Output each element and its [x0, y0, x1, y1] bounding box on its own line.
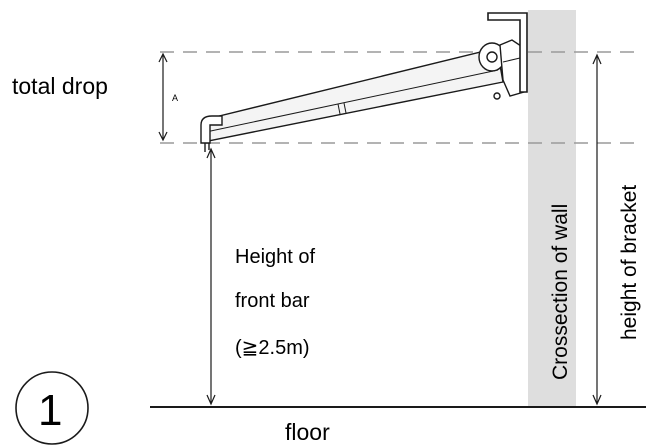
step-circle	[15, 371, 89, 445]
roller-head	[478, 39, 525, 100]
total-drop-arrow	[158, 52, 168, 142]
floor-label: floor	[285, 419, 330, 445]
wall-bracket	[487, 12, 528, 93]
front-bar-height-label-line1: Height of	[235, 246, 315, 268]
wall-label: Crossection of wall	[549, 204, 572, 380]
bracket-height-label: height of bracket	[618, 185, 641, 340]
front-bar-height-label-line2: front bar	[235, 290, 310, 312]
front-bar-height-arrow	[206, 147, 216, 406]
front-bar-height-label-line3: (≧2.5m)	[235, 337, 310, 359]
dimension-a-label: A	[172, 93, 178, 103]
total-drop-label: total drop	[12, 73, 108, 99]
step-number: 1	[38, 386, 62, 435]
front-bar-end	[200, 115, 223, 152]
wall-crosssection	[528, 10, 576, 408]
bracket-height-arrow	[592, 53, 602, 406]
awning-arm	[202, 47, 504, 142]
